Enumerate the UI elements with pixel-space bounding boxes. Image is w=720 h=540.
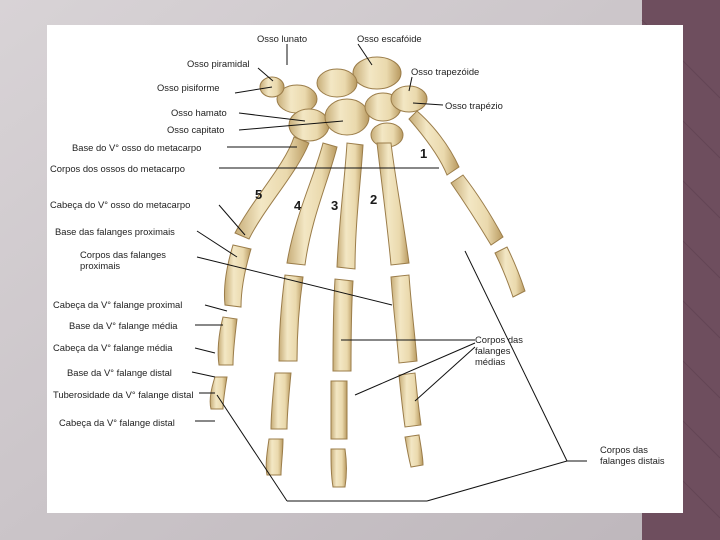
- label-base-v-falange-media: Base da V° falange média: [69, 320, 178, 331]
- label-base-v-metacarpo: Base do V° osso do metacarpo: [72, 142, 202, 153]
- metacarpals: [234, 110, 460, 270]
- digit-number-2: 2: [370, 192, 378, 207]
- hand-skeleton-illustration: [191, 43, 587, 502]
- label-osso-pisiforme: Osso pisiforme: [157, 82, 220, 93]
- label-corpos-falanges-distais: Corpos das falanges distais: [600, 444, 665, 466]
- label-corpos-falanges-medias: Corpos das falanges médias: [475, 334, 523, 367]
- digit-number-3: 3: [331, 198, 339, 213]
- phalanges-finger-3: [330, 278, 354, 488]
- label-osso-trapezoide: Osso trapezóide: [411, 66, 480, 77]
- leader-lines: [191, 43, 587, 502]
- label-tuberosidade-v-falange-distal: Tuberosidade da V° falange distal: [53, 389, 194, 400]
- label-osso-piramidal: Osso piramidal: [187, 58, 250, 69]
- label-osso-escafoide: Osso escafóide: [357, 33, 422, 44]
- digit-number-1: 1: [420, 146, 428, 161]
- label-cabeca-v-falange-proximal: Cabeça da V° falange proximal: [53, 299, 183, 310]
- phalanges-finger-2: [390, 274, 424, 468]
- label-osso-hamato: Osso hamato: [171, 107, 227, 118]
- label-base-falanges-proximais: Base das falanges proximais: [55, 226, 175, 237]
- digit-number-5: 5: [255, 187, 263, 202]
- phalanges-thumb: [450, 174, 526, 298]
- label-cabeca-v-metacarpo: Cabeça do V° osso do metacarpo: [50, 199, 191, 210]
- label-osso-lunato: Osso lunato: [257, 33, 308, 44]
- label-corpos-metacarpo: Corpos dos ossos do metacarpo: [50, 163, 185, 174]
- phalanges-finger-4: [265, 274, 304, 476]
- label-osso-trapezio: Osso trapézio: [445, 100, 503, 111]
- label-cabeca-v-falange-media: Cabeça da V° falange média: [53, 342, 173, 353]
- label-base-v-falange-distal: Base da V° falange distal: [67, 367, 172, 378]
- label-osso-capitato: Osso capitato: [167, 124, 225, 135]
- diagram-panel: Osso lunato Osso escafóide Osso piramida…: [47, 25, 683, 513]
- label-corpos-falanges-proximais: Corpos das falanges proximais: [80, 249, 166, 271]
- phalanges-finger-5: [209, 244, 252, 410]
- digit-number-4: 4: [294, 198, 302, 213]
- carpal-bones: [259, 56, 428, 148]
- label-cabeca-v-falange-distal: Cabeça da V° falange distal: [59, 417, 175, 428]
